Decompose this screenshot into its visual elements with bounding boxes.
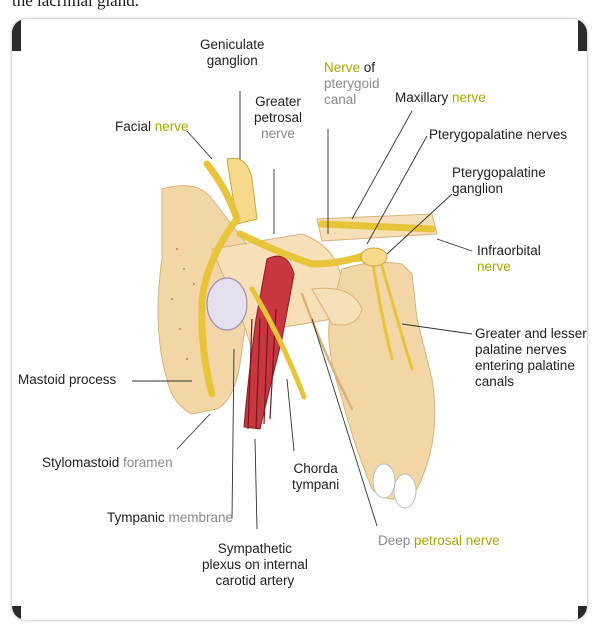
label-nerve-ptery-of: of [360, 60, 375, 75]
label-sympathetic-plexus: Sympathetic plexus on internal carotid a… [202, 541, 308, 589]
label-deep-highlight: petrosal nerve [414, 533, 500, 548]
pterygopalatine-ganglion-shape [361, 248, 387, 266]
label-infraorbital-line1: Infraorbital [477, 243, 541, 259]
label-facial-text: Facial [115, 119, 155, 134]
label-pterygopalatine-ganglion: Pterygopalatine ganglion [452, 165, 546, 197]
label-nerve-pterygoid-canal: Nerve of pterygoid canal [324, 60, 380, 108]
label-facial-highlight: nerve [155, 119, 189, 134]
label-greater-petrosal-line2: petrosal [254, 110, 302, 126]
tooth-2 [394, 474, 416, 508]
label-mastoid-process: Mastoid process [18, 372, 116, 388]
label-infraorbital-line2: nerve [477, 259, 541, 275]
label-tympanic-gray: membrane [169, 510, 234, 525]
label-sympathetic-line2: plexus on internal [202, 557, 308, 573]
label-greater-lesser-line2: palatine nerves [475, 342, 587, 358]
label-geniculate-line1: Geniculate [200, 37, 265, 53]
label-geniculate-ganglion: Geniculate ganglion [200, 37, 265, 69]
label-chorda-line2: tympani [292, 477, 339, 493]
label-greater-lesser-line3: entering palatine [475, 358, 587, 374]
label-ptery-ganglion-line2: ganglion [452, 181, 546, 197]
label-stylomastoid-gray: foramen [123, 455, 173, 470]
label-pterygopalatine-nerves: Pterygopalatine nerves [429, 127, 567, 143]
label-maxillary-highlight: nerve [452, 90, 486, 105]
label-facial-nerve: Facial nerve [115, 119, 189, 135]
label-stylomastoid-foramen: Stylomastoid foramen [42, 455, 173, 471]
tympanic-membrane-shape [207, 278, 247, 330]
geniculate-ganglion [227, 158, 257, 224]
label-nerve-ptery-highlight: Nerve [324, 60, 360, 75]
diagram-frame: Geniculate ganglion Greater petrosal ner… [12, 19, 587, 620]
label-maxillary-text: Maxillary [395, 90, 452, 105]
label-stylomastoid-text: Stylomastoid [42, 455, 123, 470]
label-greater-petrosal: Greater petrosal nerve [254, 94, 302, 142]
caption-fragment: the lacrimal gland. [12, 0, 139, 11]
label-greater-petrosal-line1: Greater [254, 94, 302, 110]
label-geniculate-line2: ganglion [200, 53, 265, 69]
label-deep-petrosal-nerve: Deep petrosal nerve [378, 533, 500, 549]
label-maxillary-nerve: Maxillary nerve [395, 90, 486, 106]
label-infraorbital-nerve: Infraorbital nerve [477, 243, 541, 275]
label-chorda-tympani: Chorda tympani [292, 461, 339, 493]
label-nerve-ptery-line3: canal [324, 92, 380, 108]
label-deep-text: Deep [378, 533, 414, 548]
label-greater-petrosal-line3: nerve [254, 126, 302, 142]
label-nerve-ptery-line2: pterygoid [324, 76, 380, 92]
label-sympathetic-line1: Sympathetic [202, 541, 308, 557]
label-chorda-line1: Chorda [292, 461, 339, 477]
label-tympanic-text: Tympanic [107, 510, 169, 525]
tooth-1 [373, 464, 395, 498]
label-tympanic-membrane: Tympanic membrane [107, 510, 233, 526]
label-greater-lesser-line1: Greater and lesser [475, 326, 587, 342]
label-sympathetic-line3: carotid artery [202, 573, 308, 589]
label-ptery-ganglion-line1: Pterygopalatine [452, 165, 546, 181]
label-greater-lesser-palatine: Greater and lesser palatine nerves enter… [475, 326, 587, 390]
label-greater-lesser-line4: canals [475, 374, 587, 390]
